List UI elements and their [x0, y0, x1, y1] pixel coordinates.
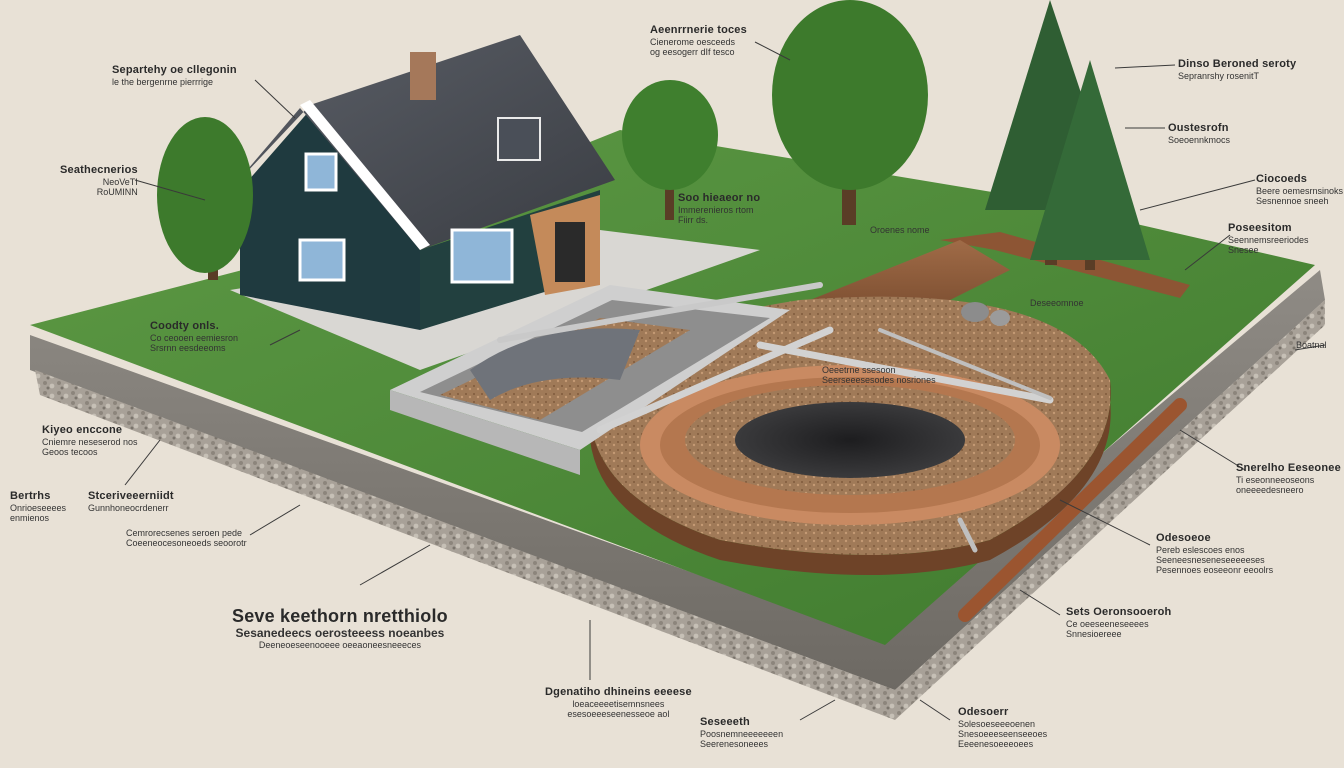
label-heading: Odesoerr [958, 706, 1047, 719]
label-heading: Stceriveeerniidt [88, 490, 174, 503]
label-heading: Poseesitom [1228, 222, 1309, 235]
label-extra: enmienos [10, 513, 66, 523]
label-extra: Sesnennoe sneeh [1256, 196, 1343, 206]
diagram-subtitle: Sesanedeecs oerosteeess noeanbes [232, 627, 448, 641]
label-heading: Deseeomnoe [1030, 298, 1084, 308]
label-extra: Snesoeeeseenseeoes [958, 729, 1047, 739]
label-subtext: Poosnemneeeeeeen [700, 729, 783, 739]
label-top-right: Dinso Beroned seroty Sepranrshy rosenitT [1178, 58, 1296, 81]
label-heading: Separtehy oe cllegonin [112, 64, 237, 77]
label-extra: esesoeeeseenesseoe aol [545, 709, 692, 719]
diagram-title-block: Seve keethorn nretthiolo Sesanedeecs oer… [232, 606, 448, 651]
label-heading: Boatnal [1296, 340, 1327, 350]
label-extra: Snnesioereee [1066, 629, 1171, 639]
label-extra: Srsrnn eesdeeoms [150, 343, 238, 353]
house [230, 35, 615, 330]
label-subtext: le the bergenrne pierrrige [112, 77, 237, 87]
front-door [555, 222, 585, 282]
label-heading: Bertrhs [10, 490, 66, 503]
dormer-window [498, 118, 540, 160]
label-heading: Dgenatiho dhineins eeeese [545, 686, 692, 699]
label-extra: Fiirr ds. [678, 215, 760, 225]
label-extra: Geoos tecoos [42, 447, 138, 457]
label-subtext: Cienerome oesceeds [650, 37, 747, 47]
label-pipe-inlet: Oroenes nome [870, 225, 930, 235]
label-heading: Sets Oeronsooeroh [1066, 606, 1171, 619]
label-extra: Pesennoes eoseeonr eeoolrs [1156, 565, 1273, 575]
label-subtext: Soeoennkmocs [1168, 135, 1230, 145]
label-gravel-left: Cemrorecsenes seroen pede Coeeneocesoneo… [126, 528, 247, 549]
label-right-upper: Oustesrofn Soeoennkmocs [1168, 122, 1230, 145]
label-subtext: Seennemsreeriodes [1228, 235, 1309, 245]
label-subtext: loeaceeeetisemnsnees [545, 699, 692, 709]
label-subtext: Sepranrshy rosenitT [1178, 71, 1296, 81]
label-subtext: Gunnhoneocrdenerr [88, 503, 174, 513]
label-heading: Dinso Beroned seroty [1178, 58, 1296, 71]
label-heading: Oroenes nome [870, 225, 930, 235]
label-right-drain: Poseesitom Seennemsreeriodes Snesee [1228, 222, 1309, 255]
label-subtext: Ce oeeseeneseeees [1066, 619, 1171, 629]
label-extra: oneeeedesneero [1236, 485, 1341, 495]
label-subtext: Immerenieros rtom [678, 205, 760, 215]
label-subtext: Cniemre neseserod nos [42, 437, 138, 447]
chimney [410, 52, 436, 100]
label-subtext: Coeeneocesoneoeds seoorotr [126, 538, 247, 548]
label-heading: Soo hieaeor no [678, 192, 760, 205]
label-right-middle: Ciocoeds Beere oemesrnsinoks Sesnennoe s… [1256, 173, 1343, 206]
label-center-upper: Soo hieaeor no Immerenieros rtom Fiirr d… [678, 192, 760, 225]
label-subtext: Pereb eslescoes enos [1156, 545, 1273, 555]
label-heading: Cemrorecsenes seroen pede [126, 528, 247, 538]
label-heading: Kiyeo enccone [42, 424, 138, 437]
label-heading: Oeeetrne ssesoon [822, 365, 936, 375]
label-top-center: Aeenrrnerie toces Cienerome oesceeds og … [650, 24, 747, 57]
label-subtext: Solesoeseeeoenen [958, 719, 1047, 729]
label-extra: NeoVeTI [60, 177, 138, 187]
label-bottom-right: Odesoerr Solesoeseeeoenen Snesoeeeseense… [958, 706, 1047, 750]
label-heading: Coodty onls. [150, 320, 238, 333]
label-extra: Eeeenesoeeeoees [958, 739, 1047, 749]
label-right-edge: Boatnal [1296, 340, 1327, 350]
label-tank-center: Oeeetrne ssesoon Seerseeesesodes nosrion… [822, 365, 936, 386]
label-leach-tanks: Deseeomnoe [1030, 298, 1084, 308]
label-right-bottom: Odesoeoe Pereb eslescoes enos Seeneesnes… [1156, 532, 1273, 576]
label-heading: Ciocoeds [1256, 173, 1343, 186]
label-extra: Seeneesneseneseeeeeses [1156, 555, 1273, 565]
label-bottom-center: Dgenatiho dhineins eeeese loeaceeeetisem… [545, 686, 692, 719]
label-heading: Odesoeoe [1156, 532, 1273, 545]
label-extra: Seerenesoneees [700, 739, 783, 749]
label-right-lower: Snerelho Eeseonee Ti eseonneeoseons onee… [1236, 462, 1341, 495]
label-bottom-mid: Seseeeth Poosnemneeeeeeen Seerenesoneees [700, 716, 783, 749]
label-subtext: Beere oemesrnsinoks [1256, 186, 1343, 196]
tank-opening [735, 402, 965, 478]
label-left-upper: Seathecnerios NeoVeTI RoUMINN [60, 164, 138, 197]
label-heading: Snerelho Eeseonee [1236, 462, 1341, 475]
label-subtext: Ti eseonneeoseons [1236, 475, 1341, 485]
label-far-left: Bertrhs Onrioeseeees enmienos [10, 490, 66, 523]
label-heading: Seathecnerios [60, 164, 138, 177]
label-lawn-left: Coodty onls. Co ceooen eemiesron Srsrnn … [150, 320, 238, 353]
window-side [452, 230, 512, 282]
label-extra: Snesee [1228, 245, 1309, 255]
label-heading: Oustesrofn [1168, 122, 1230, 135]
label-extra: og eesogerr dIf tesco [650, 47, 747, 57]
label-subtext: Co ceooen eemiesron [150, 333, 238, 343]
window-upper [306, 154, 336, 190]
label-subtext: Seerseeesesodes nosriones [822, 375, 936, 385]
label-bottom-right-center: Sets Oeronsooeroh Ce oeeseeneseeees Snne… [1066, 606, 1171, 639]
tree-left [157, 117, 253, 280]
label-left-lower: Stceriveeerniidt Gunnhoneocrdenerr [88, 490, 174, 513]
label-heading: Aeenrrnerie toces [650, 24, 747, 37]
window-lower [300, 240, 344, 280]
label-subtext: Onrioeseeees [10, 503, 66, 513]
label-extra: RoUMINN [60, 187, 138, 197]
label-heading: Seseeeth [700, 716, 783, 729]
diagram-title: Seve keethorn nretthiolo [232, 606, 448, 627]
diagram-note: Deeneoeseenooeee oeeaoneesneeeces [232, 640, 448, 650]
label-top-left: Separtehy oe cllegonin le the bergenrne … [112, 64, 237, 87]
label-left-middle: Kiyeo enccone Cniemre neseserod nos Geoo… [42, 424, 138, 457]
